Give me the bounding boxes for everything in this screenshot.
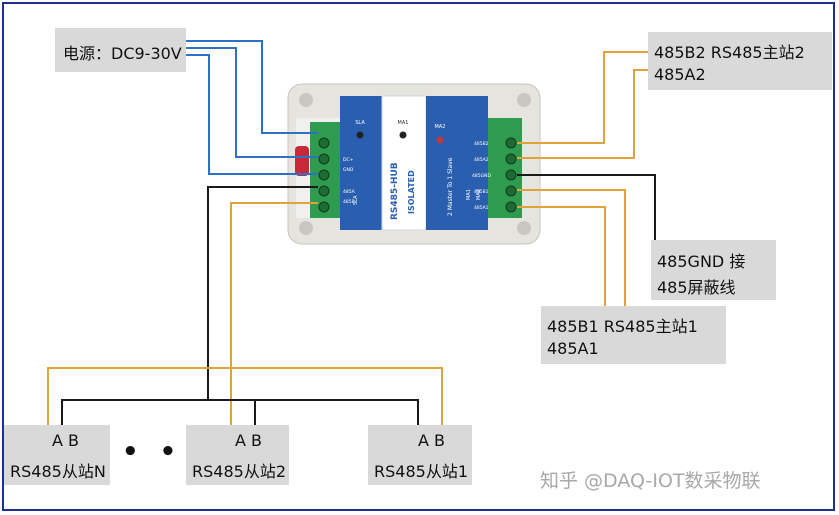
device-model-label: RS485-HUB bbox=[390, 162, 400, 220]
slave-ab-label: A B bbox=[52, 431, 80, 450]
gnd-label-box: 485GND 接 485屏蔽线 bbox=[651, 240, 776, 300]
terminal-label: 485B1 bbox=[474, 189, 489, 195]
device-panel-right bbox=[426, 96, 488, 230]
bus-a-wire bbox=[230, 202, 318, 425]
wire-485gnd bbox=[517, 174, 656, 240]
master1-line1: 485B1 RS485主站1 bbox=[547, 317, 698, 336]
mount-hole bbox=[517, 93, 531, 107]
terminal-screw bbox=[318, 153, 330, 165]
mount-hole bbox=[517, 221, 531, 235]
terminal-screw bbox=[505, 201, 517, 213]
terminal-screw bbox=[318, 185, 330, 197]
terminal-label: 485A2 bbox=[474, 157, 489, 163]
terminal-screw bbox=[505, 153, 517, 165]
slave-name: RS485从站N bbox=[10, 462, 106, 481]
terminal-screw bbox=[505, 169, 517, 181]
power-wire bbox=[186, 54, 318, 175]
wire-485b1 bbox=[517, 189, 626, 306]
master1-label-box: 485B1 RS485主站1 485A1 bbox=[541, 306, 726, 364]
power-wires bbox=[186, 40, 318, 175]
led-label: MA1 bbox=[398, 120, 409, 126]
terminal-screw bbox=[318, 137, 330, 149]
power-wire bbox=[186, 40, 318, 134]
gnd-line1: 485GND 接 bbox=[657, 252, 746, 271]
watermark: 知乎 @DAQ-IOT数采物联 bbox=[540, 470, 761, 492]
slave-ab-label: A B bbox=[418, 431, 446, 450]
led-label: SLA bbox=[355, 120, 365, 126]
gnd-line2: 485屏蔽线 bbox=[657, 278, 736, 297]
terminal-screw bbox=[505, 137, 517, 149]
slave-ab-label: A B bbox=[235, 431, 263, 450]
master1-line2: 485A1 bbox=[547, 339, 599, 358]
terminal-label: 485B bbox=[343, 199, 355, 205]
bus-b-wire bbox=[207, 186, 318, 380]
wire-485a2 bbox=[517, 69, 648, 159]
device-side-label: MA2 bbox=[476, 189, 482, 200]
device-mode-label: 2 Master To 1 Slave bbox=[447, 157, 454, 216]
device-side-label: MA1 bbox=[466, 189, 472, 200]
led-label: MA2 bbox=[435, 124, 446, 130]
terminal-label: 485A bbox=[343, 189, 356, 195]
power-wire bbox=[186, 47, 318, 158]
terminal-screw bbox=[505, 185, 517, 197]
power-label-box: 电源：DC9-30V bbox=[55, 28, 186, 72]
device-side-label: SLA bbox=[353, 195, 359, 205]
slave-bus-wires bbox=[47, 186, 443, 425]
device-isolated-label: ISOLATED bbox=[407, 170, 416, 214]
device-panel-left bbox=[340, 96, 382, 230]
terminal-screw bbox=[318, 201, 330, 213]
master2-line2: 485A2 bbox=[654, 65, 706, 84]
mount-hole bbox=[299, 221, 313, 235]
wire-485b2 bbox=[517, 51, 648, 144]
power-label: 电源：DC9-30V bbox=[63, 44, 182, 63]
bus-a-line bbox=[47, 367, 443, 425]
device-panel-center bbox=[381, 95, 427, 231]
wire-485a1 bbox=[517, 206, 606, 306]
master2-label-box: 485B2 RS485主站2 485A2 bbox=[648, 32, 832, 90]
led-sla bbox=[356, 131, 364, 139]
master2-line1: 485B2 RS485主站2 bbox=[654, 43, 805, 62]
mount-hole bbox=[299, 93, 313, 107]
terminal-label: GND bbox=[343, 167, 354, 173]
power-indicator bbox=[295, 146, 309, 176]
slave-n-box: A B RS485从站N bbox=[4, 425, 110, 485]
led-ma2 bbox=[436, 136, 444, 144]
right-terminal-block bbox=[488, 118, 522, 218]
led-ma1 bbox=[399, 131, 407, 139]
terminal-label: 485GND bbox=[472, 173, 491, 179]
slave-name: RS485从站1 bbox=[374, 462, 468, 481]
terminal-label: DC+ bbox=[343, 157, 354, 163]
terminal-screw bbox=[318, 169, 330, 181]
terminal-label: 485B2 bbox=[474, 141, 489, 147]
slave-2-box: A B RS485从站2 bbox=[186, 425, 289, 485]
master-wires bbox=[517, 51, 656, 306]
terminal-label: 485A1 bbox=[474, 205, 489, 211]
slave-1-box: A B RS485从站1 bbox=[368, 425, 472, 485]
slave-name: RS485从站2 bbox=[192, 462, 286, 481]
rs485-hub-device: SLA MA1 MA2 RS485-HUB ISOLATED 2 Master … bbox=[287, 83, 541, 245]
bus-b-line bbox=[61, 399, 419, 425]
